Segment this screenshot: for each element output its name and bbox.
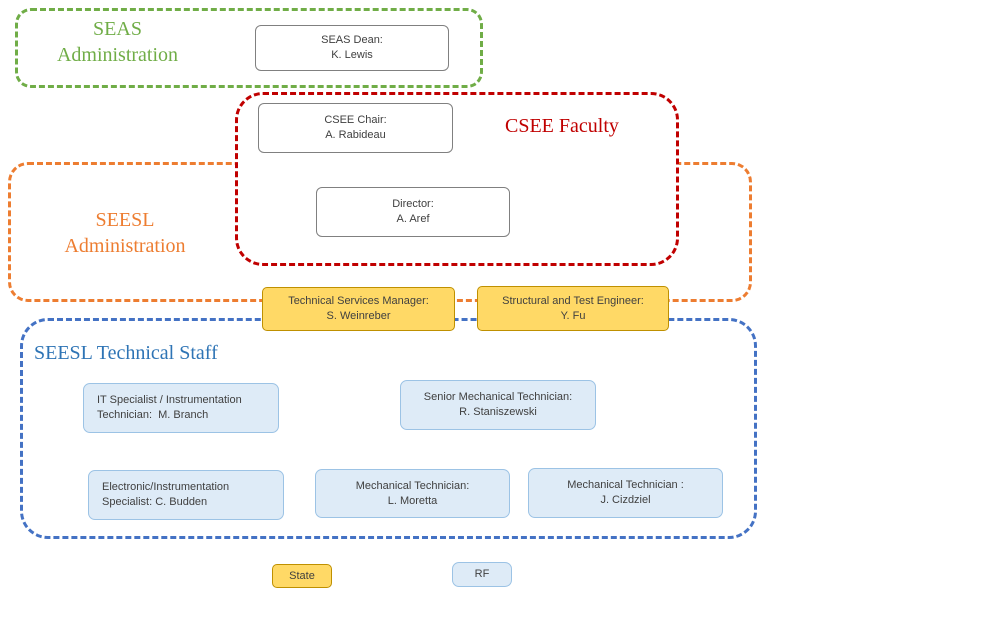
electronic-instrumentation-specialist-box: Electronic/Instrumentation Specialist: C… <box>88 470 284 520</box>
seas-label-line2: Administration <box>56 44 179 66</box>
seesl-admin-label-line2: Administration <box>64 235 186 257</box>
legend-rf-chip: RF <box>452 562 512 587</box>
it-specialist-box: IT Specialist / Instrumentation Technici… <box>83 383 279 433</box>
seas-administration-group <box>15 8 483 88</box>
electronic-instrumentation-specialist-title: Electronic/Instrumentation <box>102 481 230 493</box>
csee-faculty-label: CSEE Faculty <box>505 113 619 139</box>
technical-services-manager-name: S. Weinreber <box>326 310 391 322</box>
csee-chair-box: CSEE Chair: A. Rabideau <box>258 103 453 153</box>
legend-state-chip: State <box>272 564 332 588</box>
technical-services-manager-title: Technical Services Manager: <box>288 295 429 307</box>
csee-faculty-group <box>235 92 679 266</box>
seesl-admin-label-line1: SEESL <box>95 209 155 231</box>
seas-label-line1: SEAS <box>93 18 142 40</box>
mechanical-technician-cizdziel-name: J. Cizdziel <box>600 494 651 506</box>
mechanical-technician-cizdziel-title: Mechanical Technician : <box>567 479 684 491</box>
mechanical-technician-moretta-box: Mechanical Technician: L. Moretta <box>315 469 510 518</box>
senior-mechanical-technician-name: R. Staniszewski <box>459 406 537 418</box>
csee-chair-name: A. Rabideau <box>325 129 386 141</box>
mechanical-technician-moretta-name: L. Moretta <box>387 494 438 507</box>
csee-chair-title: CSEE Chair: <box>324 114 387 126</box>
it-specialist-title: IT Specialist / Instrumentation <box>97 394 242 406</box>
director-title: Director: <box>392 198 434 210</box>
csee-faculty-label-text: CSEE Faculty <box>505 115 619 137</box>
structural-test-engineer-box: Structural and Test Engineer: Y. Fu <box>477 286 669 331</box>
legend-rf-label: RF <box>474 568 490 580</box>
director-box: Director: A. Aref <box>316 187 510 237</box>
seesl-technical-staff-label: SEESL Technical Staff <box>34 340 218 366</box>
senior-mechanical-technician-box: Senior Mechanical Technician: R. Stanisz… <box>400 380 596 430</box>
structural-test-engineer-title: Structural and Test Engineer: <box>502 294 644 307</box>
technical-services-manager-box: Technical Services Manager: S. Weinreber <box>262 287 455 331</box>
seesl-administration-label: SEESL Administration <box>45 207 205 259</box>
seas-dean-title: SEAS Dean: <box>321 34 383 46</box>
director-name: A. Aref <box>396 213 430 225</box>
it-specialist-name: Technician: M. Branch <box>97 409 209 421</box>
electronic-instrumentation-specialist-name: Specialist: C. Budden <box>102 496 208 508</box>
senior-mechanical-technician-title: Senior Mechanical Technician: <box>423 391 573 403</box>
mechanical-technician-cizdziel-box: Mechanical Technician : J. Cizdziel <box>528 468 723 518</box>
mechanical-technician-moretta-title: Mechanical Technician: <box>355 479 470 492</box>
seesl-tech-label-text: SEESL Technical Staff <box>34 342 218 364</box>
seas-dean-name: K. Lewis <box>331 49 373 61</box>
legend-state-label: State <box>289 569 315 582</box>
seas-administration-label: SEAS Administration <box>40 16 195 68</box>
structural-test-engineer-name: Y. Fu <box>560 309 586 322</box>
seas-dean-box: SEAS Dean: K. Lewis <box>255 25 449 71</box>
